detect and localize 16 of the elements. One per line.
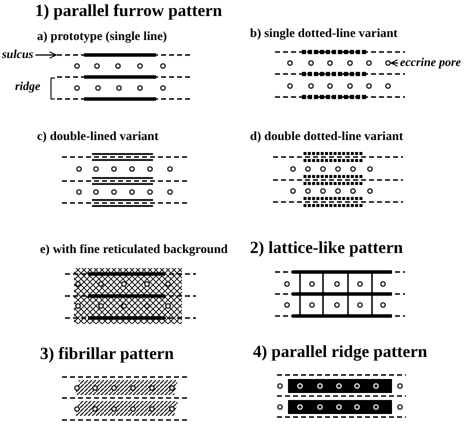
leader-label: sulcus [2, 48, 34, 62]
leader-arrow [35, 51, 57, 59]
section-heading: 1) parallel furrow pattern [35, 2, 222, 21]
variant-heading: b) single dotted-line variant [250, 27, 398, 41]
variant-heading: c) double-lined variant [37, 130, 159, 144]
leader-label: eccrine pore [400, 56, 461, 70]
section-heading: 4) parallel ridge pattern [253, 343, 428, 362]
pore-circle [385, 60, 391, 66]
variant-heading: a) prototype (single line) [37, 30, 167, 44]
section-heading: 3) fibrillar pattern [40, 345, 174, 364]
ridge-label: ridge [15, 80, 40, 94]
variant-heading: e) with fine reticulated background [40, 243, 228, 257]
section-heading: 2) lattice-like pattern [250, 239, 403, 258]
sulcus-line [57, 53, 190, 57]
leader-arrow [390, 59, 398, 67]
variant-heading: d) double dotted-line variant [250, 130, 404, 144]
